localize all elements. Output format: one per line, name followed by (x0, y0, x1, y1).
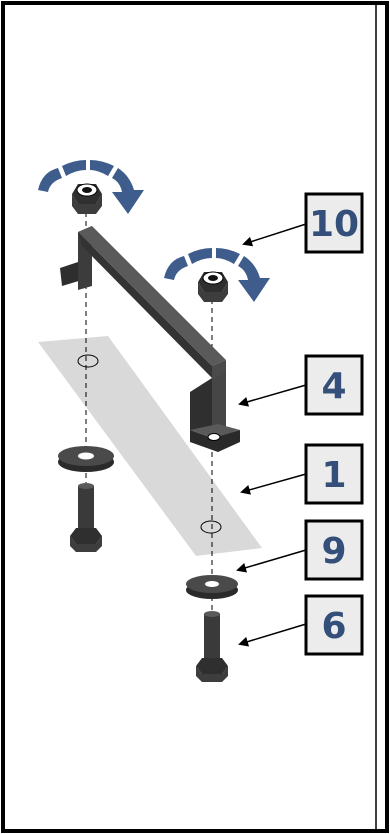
pad-hole-right (200, 520, 222, 534)
callout-10-label: 10 (309, 204, 359, 245)
leader-9 (236, 549, 307, 573)
washer-right (186, 575, 238, 599)
callout-4-label: 4 (321, 366, 346, 407)
bolt-left (70, 483, 102, 552)
callout-1-label: 1 (321, 455, 346, 496)
callout-4: 4 (304, 354, 364, 416)
rotate-arrow-icon (38, 160, 144, 214)
callout-6-label: 6 (321, 606, 346, 647)
leader-4 (238, 384, 307, 407)
nut-right (198, 271, 228, 302)
bolt-right (196, 611, 228, 682)
callout-9-label: 9 (321, 531, 346, 572)
callout-10: 10 (304, 192, 364, 254)
pad-part (38, 336, 262, 556)
bracket-part (60, 226, 240, 452)
callout-6: 6 (304, 594, 364, 656)
leader-1 (240, 473, 307, 495)
washer-left (58, 446, 114, 472)
nut-left (72, 183, 102, 214)
callout-1: 1 (304, 443, 364, 505)
rotate-arrow-icon (164, 248, 270, 302)
callout-9: 9 (304, 519, 364, 581)
pad-hole-left (77, 354, 99, 368)
leader-10 (242, 223, 307, 247)
leader-6 (238, 623, 307, 647)
